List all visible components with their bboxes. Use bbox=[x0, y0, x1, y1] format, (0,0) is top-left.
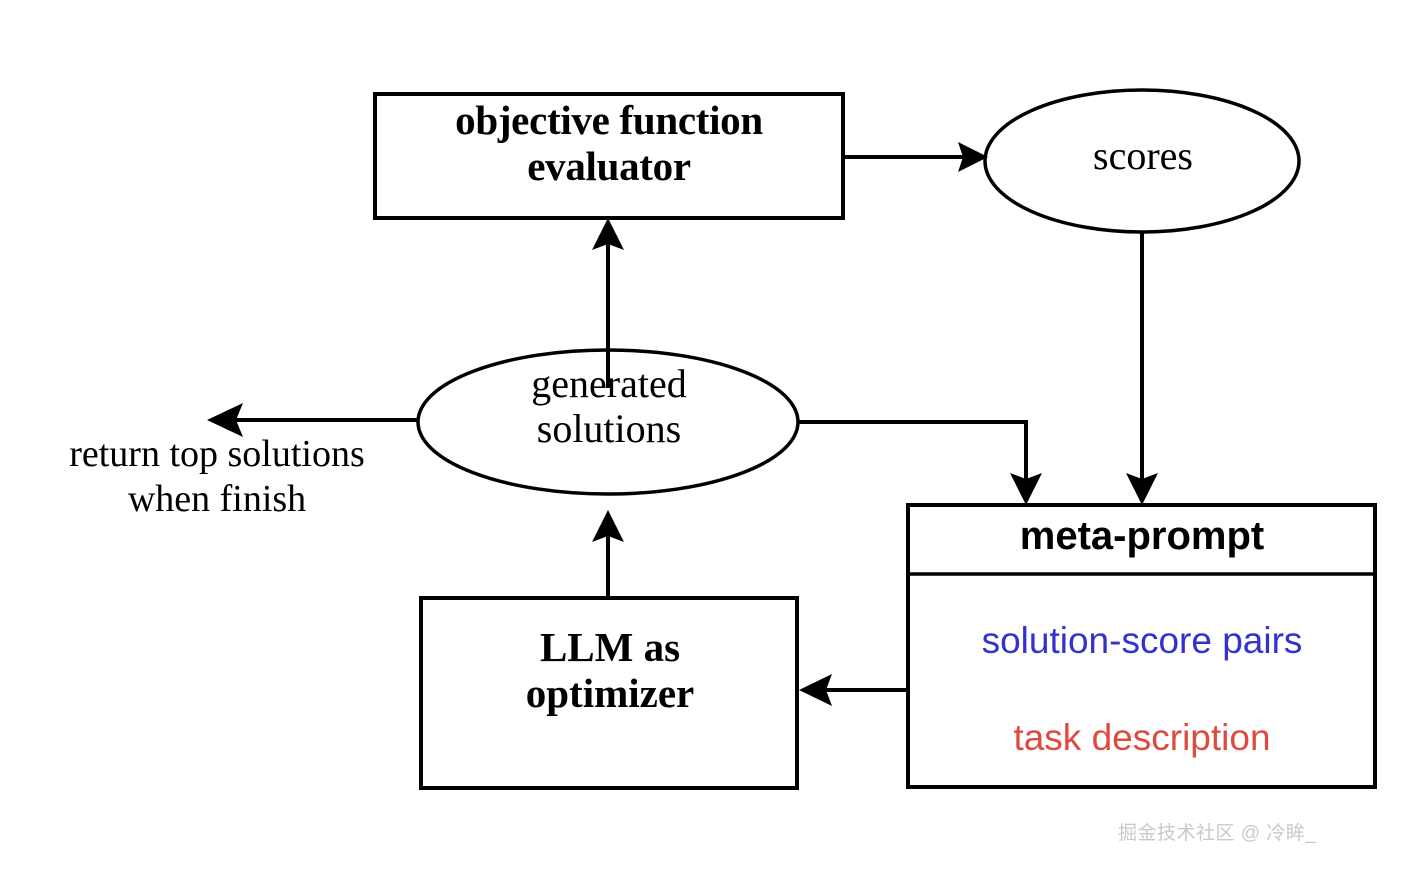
meta-prompt-item-task-description: task description bbox=[1013, 717, 1271, 758]
edge-scores-to-meta-prompt bbox=[1126, 232, 1158, 505]
edge-evaluator-to-scores bbox=[843, 142, 988, 172]
edge-generated-solutions-to-evaluator bbox=[592, 218, 624, 388]
annotation-return-top-solutions: return top solutions when finish bbox=[69, 433, 365, 520]
edge-generated-solutions-to-meta-prompt bbox=[798, 420, 1042, 505]
node-label-generated-solutions: generated solutions bbox=[531, 361, 687, 451]
watermark-text: 掘金技术社区 @ 冷眸_ bbox=[1118, 823, 1317, 844]
edge-llm-optimizer-to-generated-solutions bbox=[592, 510, 624, 598]
node-label-llm-as-optimizer: LLM as optimizer bbox=[525, 624, 695, 716]
edge-meta-prompt-to-llm-optimizer bbox=[799, 674, 908, 706]
edge-generated-solutions-to-return bbox=[207, 403, 418, 437]
meta-prompt-item-solution-score-pairs: solution-score pairs bbox=[981, 620, 1303, 661]
node-label-objective-function-evaluator: objective function evaluator bbox=[455, 97, 763, 189]
node-label-scores: scores bbox=[1093, 133, 1193, 178]
node-shape-meta-prompt bbox=[906, 503, 1377, 789]
node-label-meta-prompt: meta-prompt bbox=[1019, 514, 1265, 558]
node-shape-objective-function-evaluator bbox=[373, 92, 845, 220]
node-shape-llm-as-optimizer bbox=[419, 596, 799, 790]
